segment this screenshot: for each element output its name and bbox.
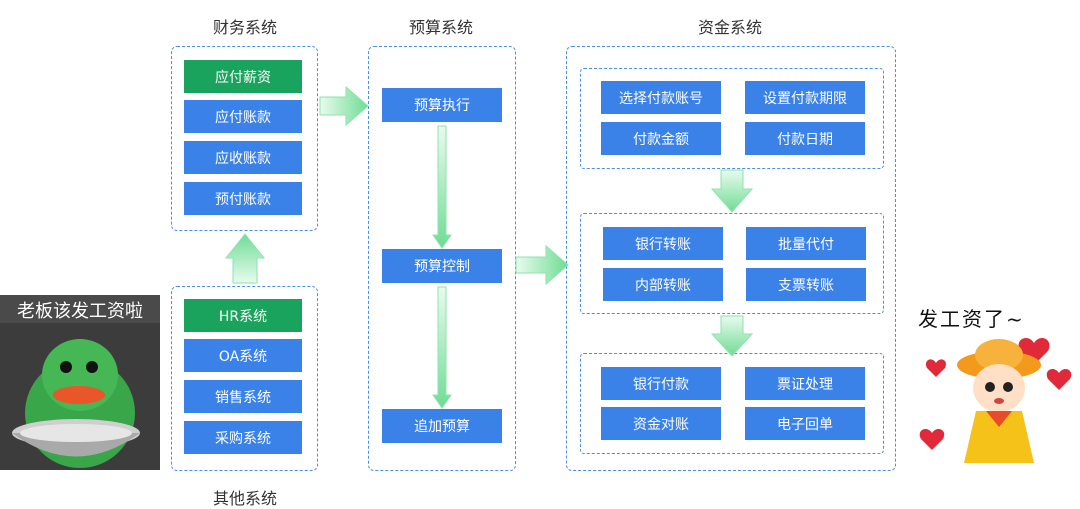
finance-item-accounts-receivable[interactable]: 应收账款 xyxy=(184,141,302,174)
budget-system-title: 预算系统 xyxy=(408,18,473,37)
funds-group-transfer-methods xyxy=(580,213,884,314)
other-item-purchase[interactable]: 采购系统 xyxy=(184,421,302,454)
arrow-other-to-finance xyxy=(224,233,266,284)
funds-item-bank-transfer[interactable]: 银行转账 xyxy=(603,227,723,260)
funds-item-internal-transfer[interactable]: 内部转账 xyxy=(603,268,723,301)
arrow-control-to-additional xyxy=(432,286,452,409)
cartoon-girl-illustration xyxy=(914,303,1080,471)
funds-item-amount[interactable]: 付款金额 xyxy=(601,122,721,155)
left-meme-caption: 老板该发工资啦 xyxy=(17,301,143,322)
funds-item-select-account[interactable]: 选择付款账号 xyxy=(601,81,721,114)
funds-item-electronic-receipt[interactable]: 电子回单 xyxy=(745,407,865,440)
finance-system-title: 财务系统 xyxy=(212,18,277,37)
finance-system-panel xyxy=(171,46,318,231)
arrow-funds-group1-to-group2 xyxy=(710,169,754,213)
other-system-panel xyxy=(171,286,318,471)
arrow-funds-group2-to-group3 xyxy=(710,315,754,357)
finance-item-accounts-payable[interactable]: 应付账款 xyxy=(184,100,302,133)
funds-item-check-transfer[interactable]: 支票转账 xyxy=(746,268,866,301)
budget-item-control[interactable]: 预算控制 xyxy=(382,249,502,283)
funds-item-date[interactable]: 付款日期 xyxy=(745,122,865,155)
right-meme-caption: 发工资了~ xyxy=(918,307,1025,331)
funds-group-payment-settings xyxy=(580,68,884,169)
other-item-sales[interactable]: 销售系统 xyxy=(184,380,302,413)
finance-item-prepaid-accounts[interactable]: 预付账款 xyxy=(184,182,302,215)
funds-item-bank-payment[interactable]: 银行付款 xyxy=(601,367,721,400)
funds-item-reconciliation[interactable]: 资金对账 xyxy=(601,407,721,440)
green-plush-duck-illustration xyxy=(0,295,160,470)
finance-item-payable-salary[interactable]: 应付薪资 xyxy=(184,60,302,93)
boss-pay-meme-image: 老板该发工资啦 xyxy=(0,295,160,470)
payday-meme-image: 发工资了~ xyxy=(914,303,1080,471)
budget-item-additional[interactable]: 追加预算 xyxy=(382,409,502,443)
funds-item-voucher-processing[interactable]: 票证处理 xyxy=(745,367,865,400)
other-item-oa[interactable]: OA系统 xyxy=(184,339,302,372)
funds-system-title: 资金系统 xyxy=(697,18,762,37)
arrow-execution-to-control xyxy=(432,125,452,249)
funds-item-batch-payment[interactable]: 批量代付 xyxy=(746,227,866,260)
funds-item-set-deadline[interactable]: 设置付款期限 xyxy=(745,81,865,114)
other-item-hr[interactable]: HR系统 xyxy=(184,299,302,332)
budget-item-execution[interactable]: 预算执行 xyxy=(382,88,502,122)
other-system-title: 其他系统 xyxy=(212,489,277,508)
arrow-finance-to-budget xyxy=(319,85,369,127)
funds-system-panel xyxy=(566,46,896,471)
arrow-budget-to-funds xyxy=(515,244,569,286)
